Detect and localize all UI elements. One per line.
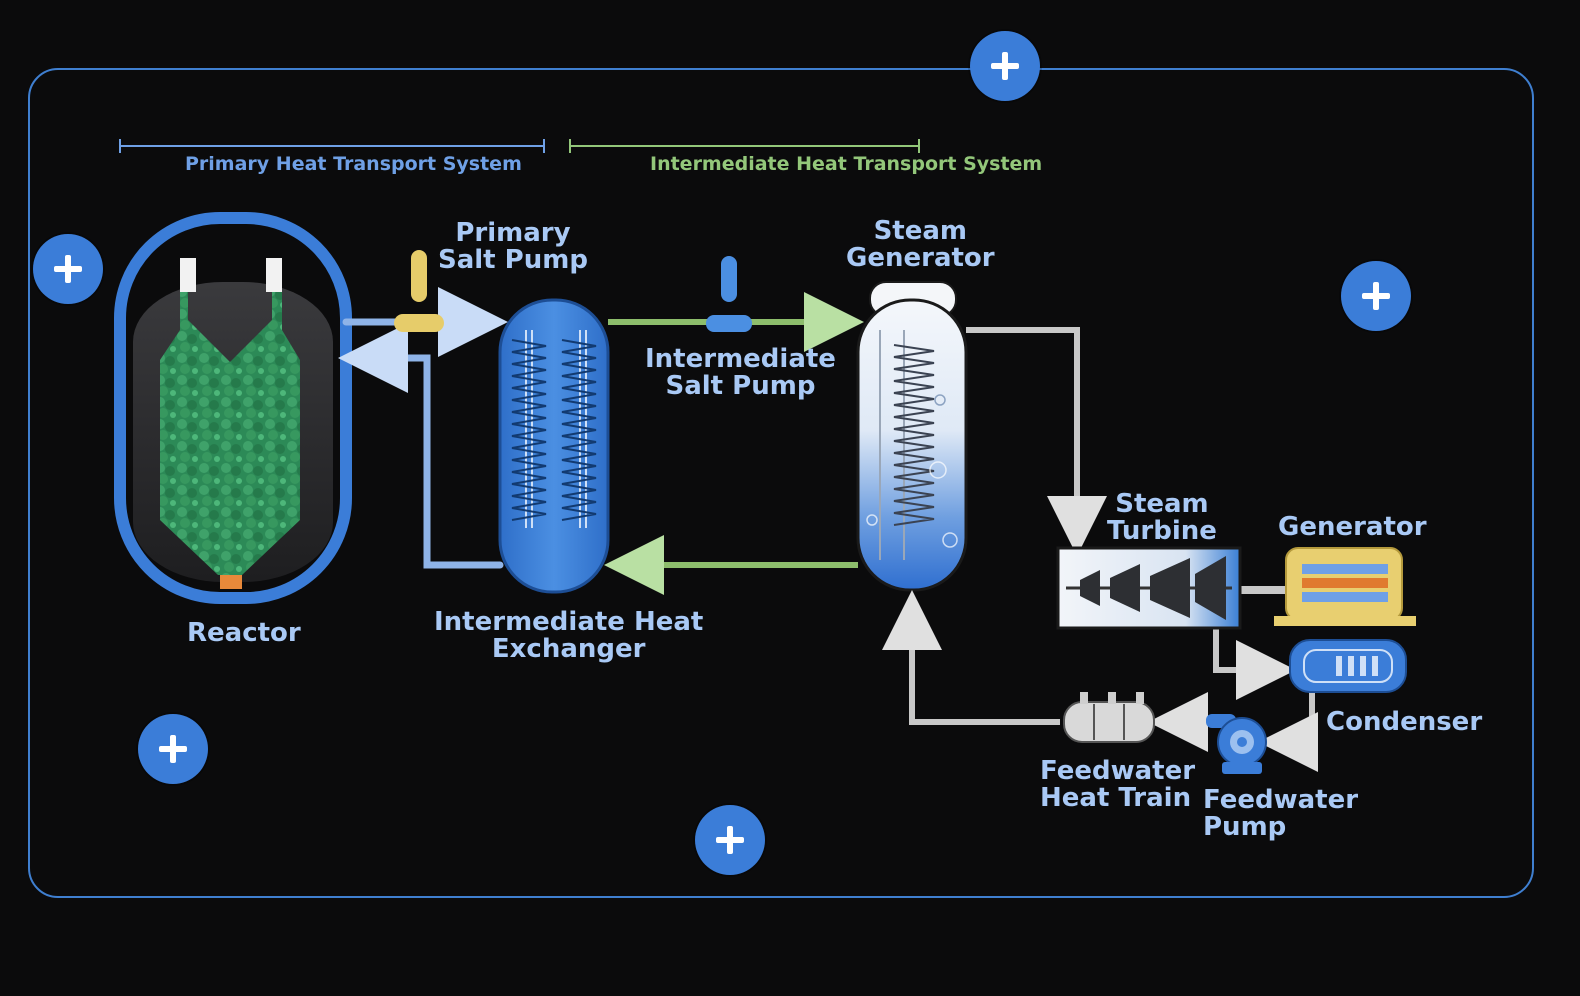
primary-system-label: Primary Heat Transport System [185, 153, 522, 175]
steam-turbine [1056, 546, 1242, 630]
intermediate-system-label-line2: Transport System [853, 153, 1043, 175]
steam-generator [856, 281, 968, 592]
hotspot-bottom-left-plus-button[interactable] [138, 714, 208, 784]
primary-salt-pump [394, 250, 444, 332]
feedwater-heat-train [1063, 692, 1155, 743]
primary-salt-pump-label: Primary Salt Pump [438, 220, 588, 274]
feedwater-pump [1206, 714, 1267, 774]
hotspot-top-plus-button[interactable] [970, 31, 1040, 101]
feedwater-pump-label: Feedwater Pump [1203, 787, 1358, 841]
hotspot-right-plus-button[interactable] [1341, 261, 1411, 331]
diagram-frame [28, 68, 1534, 898]
intermediate-salt-pump [706, 256, 752, 332]
condenser [1289, 639, 1407, 693]
hotspot-left-plus-button[interactable] [33, 234, 103, 304]
intermediate-salt-pump-label: Intermediate Salt Pump [645, 346, 836, 400]
feedwater-heat-train-label-line1: Feedwater [1040, 756, 1196, 786]
generator-label: Generator [1278, 512, 1427, 542]
steam-generator-label-line1: Steam [873, 216, 968, 246]
reactor-label: Reactor [187, 618, 301, 648]
intermediate-system-label: Intermediate Heat Transport System [650, 152, 1042, 176]
feedwater-pump-label-line1: Feedwater [1203, 785, 1359, 815]
steam-generator-label-line2: Generator [846, 243, 995, 273]
steam-turbine-label-line1: Steam [1115, 489, 1209, 519]
steam-turbine-label-line2: Turbine [1107, 516, 1217, 546]
intermediate-salt-pump-label-line2: Salt Pump [665, 371, 816, 401]
feedwater-pump-label-line2: Pump [1203, 812, 1287, 842]
steam-cycle-pipes [882, 327, 1318, 772]
primary-salt-pump-label-line1: Primary [455, 218, 571, 248]
ihx-label: Intermediate Heat Exchanger [434, 609, 703, 663]
intermediate-system-label-line1: Intermediate Heat [650, 153, 847, 175]
primary-system-bracket [119, 139, 545, 153]
reactor-vessel [114, 212, 352, 604]
ihx-label-line2: Exchanger [491, 634, 646, 664]
electric-generator [1274, 547, 1416, 626]
intermediate-heat-exchanger [498, 298, 610, 594]
condenser-label: Condenser [1326, 707, 1483, 737]
feedwater-heat-train-label: Feedwater Heat Train [1040, 758, 1195, 812]
steam-generator-label: Steam Generator [846, 218, 995, 272]
steam-turbine-label: Steam Turbine [1107, 491, 1217, 545]
intermediate-system-bracket [569, 139, 920, 153]
hotspot-bottom-center-plus-button[interactable] [695, 805, 765, 875]
ihx-label-line1: Intermediate Heat [434, 607, 704, 637]
feedwater-heat-train-label-line2: Heat Train [1040, 783, 1192, 813]
primary-salt-pump-label-line2: Salt Pump [438, 245, 588, 275]
primary-loop-pipes [338, 287, 508, 569]
intermediate-salt-pump-label-line1: Intermediate [645, 344, 836, 374]
